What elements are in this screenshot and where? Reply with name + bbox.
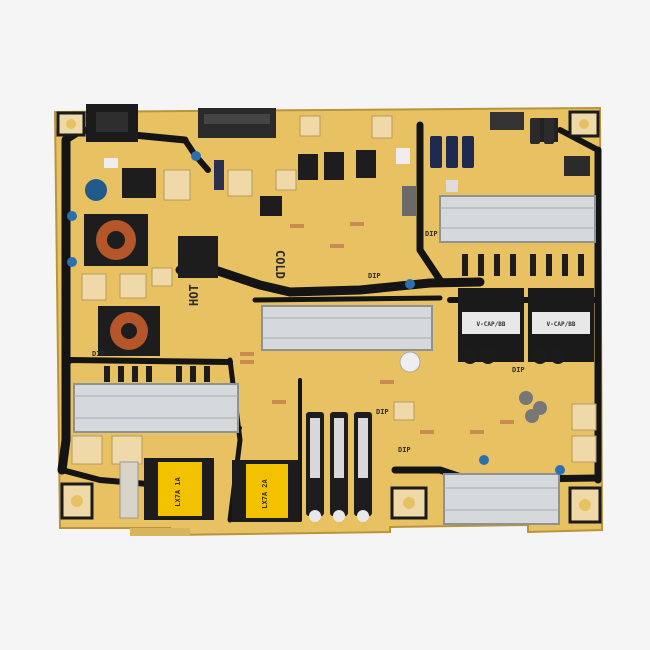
mounting-tabs (56, 110, 602, 524)
blue-capacitors (67, 151, 565, 475)
llc-left-label: V-CAP/BB (477, 321, 506, 328)
transformer-right-label: LX7A 2A (261, 478, 269, 508)
transformer-left-label: LX7A 1A (174, 476, 182, 506)
cold-label: COLD (273, 250, 287, 279)
dip-mark-3: DIP (92, 350, 105, 358)
dip-mark-2: DIP (368, 272, 381, 280)
misc-parts (104, 148, 458, 519)
choke-coils (84, 214, 160, 356)
output-capacitors (462, 348, 566, 423)
beige-blocks (71, 115, 597, 465)
hot-label: HOT (187, 284, 201, 306)
main-transformers: LX7A 1A LX7A 2A (144, 458, 300, 522)
dip-mark-6: DIP (512, 366, 525, 374)
electrolytic-capacitors (306, 412, 372, 522)
silkscreen: COLD HOT DIP DIP DIP DIP DIP DIP (92, 230, 525, 454)
resistors (240, 222, 514, 434)
llc-right-label: V-CAP/BB (547, 321, 576, 328)
dip-mark-4: DIP (376, 408, 389, 416)
dip-mark-5: DIP (398, 446, 411, 454)
heatsinks (73, 195, 596, 525)
board-edge-strip (130, 528, 190, 536)
dip-mark-1: DIP (425, 230, 438, 238)
ic-components (104, 150, 584, 382)
small-capacitors-top (430, 118, 590, 176)
